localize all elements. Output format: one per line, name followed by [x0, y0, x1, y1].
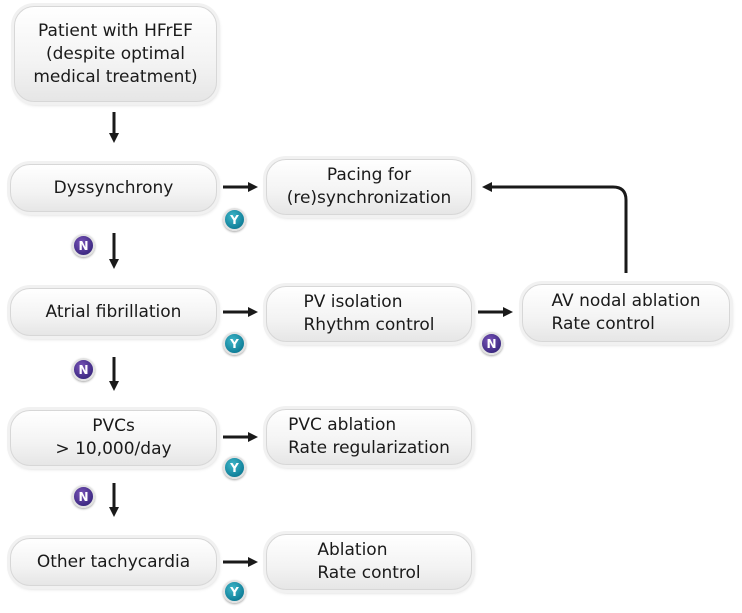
no-badge-atrial-fibrillation: N	[72, 358, 95, 381]
node-ablation-rate-control: Ablation Rate control	[266, 534, 472, 590]
yes-badge-dyssynchrony: Y	[223, 208, 246, 231]
arrow-av-nodal-to-pacing	[482, 182, 628, 273]
node-dyssynchrony: Dyssynchrony	[10, 164, 217, 212]
node-dyssynchrony-label: Dyssynchrony	[53, 177, 174, 198]
yes-badge-other-tachycardia: Y	[223, 580, 246, 603]
node-av-nodal-ablation-label: AV nodal ablation Rate control	[551, 291, 701, 334]
node-pv-isolation: PV isolation Rhythm control	[266, 286, 472, 342]
node-other-tachycardia-label: Other tachycardia	[36, 551, 191, 572]
yes-badge-pvcs: Y	[223, 456, 246, 479]
node-atrial-fibrillation-label: Atrial fibrillation	[45, 301, 182, 322]
node-pacing-resynchronization-label: Pacing for (re)synchronization	[286, 165, 452, 208]
no-badge-dyssynchrony: N	[72, 234, 95, 257]
no-badge-pv-isolation: N	[480, 332, 503, 355]
node-pvcs-label: PVCs > 10,000/day	[55, 416, 172, 459]
node-patient-hfref: Patient with HFrEF (despite optimal medi…	[14, 6, 217, 102]
node-av-nodal-ablation: AV nodal ablation Rate control	[522, 284, 730, 342]
node-pvc-ablation: PVC ablation Rate regularization	[266, 409, 472, 465]
node-patient-hfref-label: Patient with HFrEF (despite optimal medi…	[33, 20, 198, 87]
node-atrial-fibrillation: Atrial fibrillation	[10, 288, 217, 336]
no-badge-pvcs: N	[72, 485, 95, 508]
node-pvc-ablation-label: PVC ablation Rate regularization	[288, 415, 450, 458]
node-pv-isolation-label: PV isolation Rhythm control	[303, 292, 435, 335]
node-other-tachycardia: Other tachycardia	[10, 538, 217, 586]
node-pacing-resynchronization: Pacing for (re)synchronization	[266, 159, 472, 215]
yes-badge-atrial-fibrillation: Y	[223, 332, 246, 355]
node-ablation-rate-control-label: Ablation Rate control	[317, 540, 421, 583]
node-pvcs: PVCs > 10,000/day	[10, 410, 217, 466]
